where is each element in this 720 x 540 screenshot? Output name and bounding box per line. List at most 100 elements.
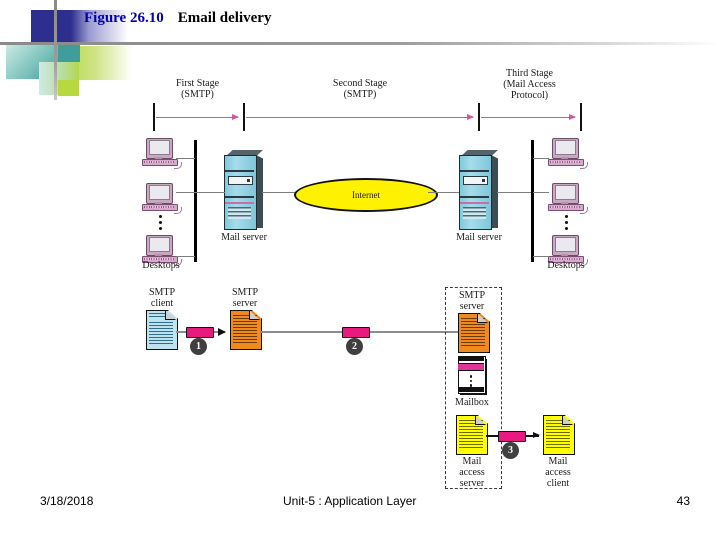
left-server-to-lan-wire — [195, 192, 225, 193]
document-fold-corner — [562, 415, 573, 425]
footer-center-text: Unit-5 : Application Layer — [283, 494, 417, 508]
cloud-to-right-server-wire — [428, 192, 460, 193]
mouse-cord-icon — [580, 207, 588, 214]
monitor-stand-icon — [561, 254, 568, 257]
stage-divider-mid2 — [478, 103, 480, 131]
right-desktop-2 — [546, 183, 588, 214]
packet-chip-1 — [186, 327, 214, 338]
right-desktop-2-wire — [533, 192, 549, 193]
step-badge-3: 3 — [502, 442, 519, 459]
stage-first-line2: (SMTP) — [181, 89, 214, 100]
mouse-cord-icon — [580, 259, 588, 266]
monitor-screen-icon — [555, 140, 576, 155]
mail-access-client-label: Mail access client — [530, 456, 586, 489]
keyboard-keys-icon — [144, 160, 174, 163]
mailbox-ellipsis — [469, 373, 473, 389]
stage-third-line1: Third Stage — [506, 68, 553, 79]
stage-label-first: First Stage (SMTP) — [145, 78, 250, 100]
document-header-lines — [149, 313, 166, 319]
smtp-client-label: SMTP client — [134, 287, 190, 309]
motif-teal-square — [58, 43, 80, 62]
footer-page-number: 43 — [676, 494, 690, 508]
mailbox-top-bar — [458, 356, 484, 361]
step-badge-1: 1 — [190, 338, 207, 355]
stage-first-line1: First Stage — [175, 78, 220, 89]
figure-number: Figure 26.10 — [84, 10, 164, 26]
tower-seam-1 — [460, 170, 489, 172]
tower-top-icon — [224, 150, 263, 158]
remote-host-group-box — [445, 287, 502, 489]
left-desktop-2-wire — [176, 192, 195, 193]
mail-access-server-line3: server — [459, 478, 485, 489]
keyboard-keys-icon — [144, 205, 174, 208]
smtp-client-line2: client — [150, 298, 174, 309]
right-lan-backbone — [531, 140, 534, 262]
left-desktop-2 — [140, 183, 182, 214]
smtp-server-line1: SMTP — [231, 287, 259, 298]
right-mail-server-icon — [459, 150, 499, 230]
mail-access-client-line1: Mail — [548, 456, 568, 467]
monitor-stand-icon — [561, 202, 568, 205]
tower-seam-2 — [225, 196, 254, 198]
tower-vents-icon — [228, 207, 251, 219]
packet-chip-3 — [498, 431, 526, 442]
mail-access-client-line3: client — [546, 478, 570, 489]
mouse-cord-icon — [174, 259, 182, 266]
left-mail-server-icon — [224, 150, 264, 230]
monitor-screen-icon — [555, 185, 576, 200]
monitor-stand-icon — [155, 254, 162, 257]
tower-accent-stripe — [225, 202, 254, 204]
motif-blue-gradient — [71, 10, 136, 43]
keyboard-keys-icon — [550, 257, 580, 260]
mailbox-message-band — [458, 363, 484, 371]
slide-footer: 3/18/2018 Unit-5 : Application Layer 43 — [0, 490, 720, 520]
stage-third-line2: (Mail Access — [503, 79, 556, 90]
document-fold-corner — [249, 310, 260, 320]
right-desktop-1-wire — [533, 158, 549, 159]
step-badge-2: 2 — [346, 338, 363, 355]
document-fold-corner — [475, 415, 486, 425]
stage-divider-right — [580, 103, 582, 131]
mouse-cord-icon — [174, 207, 182, 214]
motif-vertical-rule — [54, 0, 57, 100]
stage-arrow-third — [481, 114, 576, 120]
monitor-stand-icon — [155, 202, 162, 205]
right-desktop-1 — [546, 138, 588, 169]
monitor-screen-icon — [149, 237, 170, 252]
stage-divider-left — [153, 103, 155, 131]
monitor-screen-icon — [149, 140, 170, 155]
remote-smtp-server-label: SMTP server — [444, 290, 500, 312]
figure-caption: Email delivery — [177, 10, 272, 26]
right-desktop-3 — [546, 235, 588, 266]
mailbox-label: Mailbox — [455, 397, 489, 408]
motif-horizontal-rule — [0, 42, 720, 45]
right-desktop-3-wire — [533, 256, 549, 257]
mail-access-server-line1: Mail — [462, 456, 482, 467]
mailbox-icon — [458, 356, 487, 395]
keyboard-keys-icon — [550, 160, 580, 163]
remote-smtp-server-line2: server — [459, 301, 485, 312]
tower-top-icon — [459, 150, 498, 158]
motif-blue-square — [31, 10, 71, 43]
left-lan-backbone — [194, 140, 197, 262]
right-server-to-lan-wire — [497, 192, 532, 193]
document-fold-corner — [165, 310, 176, 320]
tower-seam-1 — [225, 170, 254, 172]
monitor-screen-icon — [149, 185, 170, 200]
motif-green-square — [58, 80, 79, 96]
remote-smtp-server-line1: SMTP — [458, 290, 486, 301]
left-mail-server-label: Mail server — [221, 232, 267, 243]
tower-accent-stripe — [460, 202, 489, 204]
right-desktops-label: Desktops — [547, 260, 585, 271]
mail-access-server-label: Mail access server — [444, 456, 500, 489]
tower-drive-bay-icon — [463, 176, 488, 185]
smtp-client-line1: SMTP — [148, 287, 176, 298]
left-desktop-3-wire — [176, 256, 195, 257]
mouse-cord-icon — [580, 162, 588, 169]
mail-access-server-document-icon — [456, 415, 488, 455]
mail-access-client-document-icon — [543, 415, 575, 455]
stage-arrow-first — [156, 114, 239, 120]
keyboard-keys-icon — [550, 205, 580, 208]
remote-smtp-server-document-icon — [458, 313, 490, 353]
left-server-to-cloud-wire — [262, 192, 309, 193]
